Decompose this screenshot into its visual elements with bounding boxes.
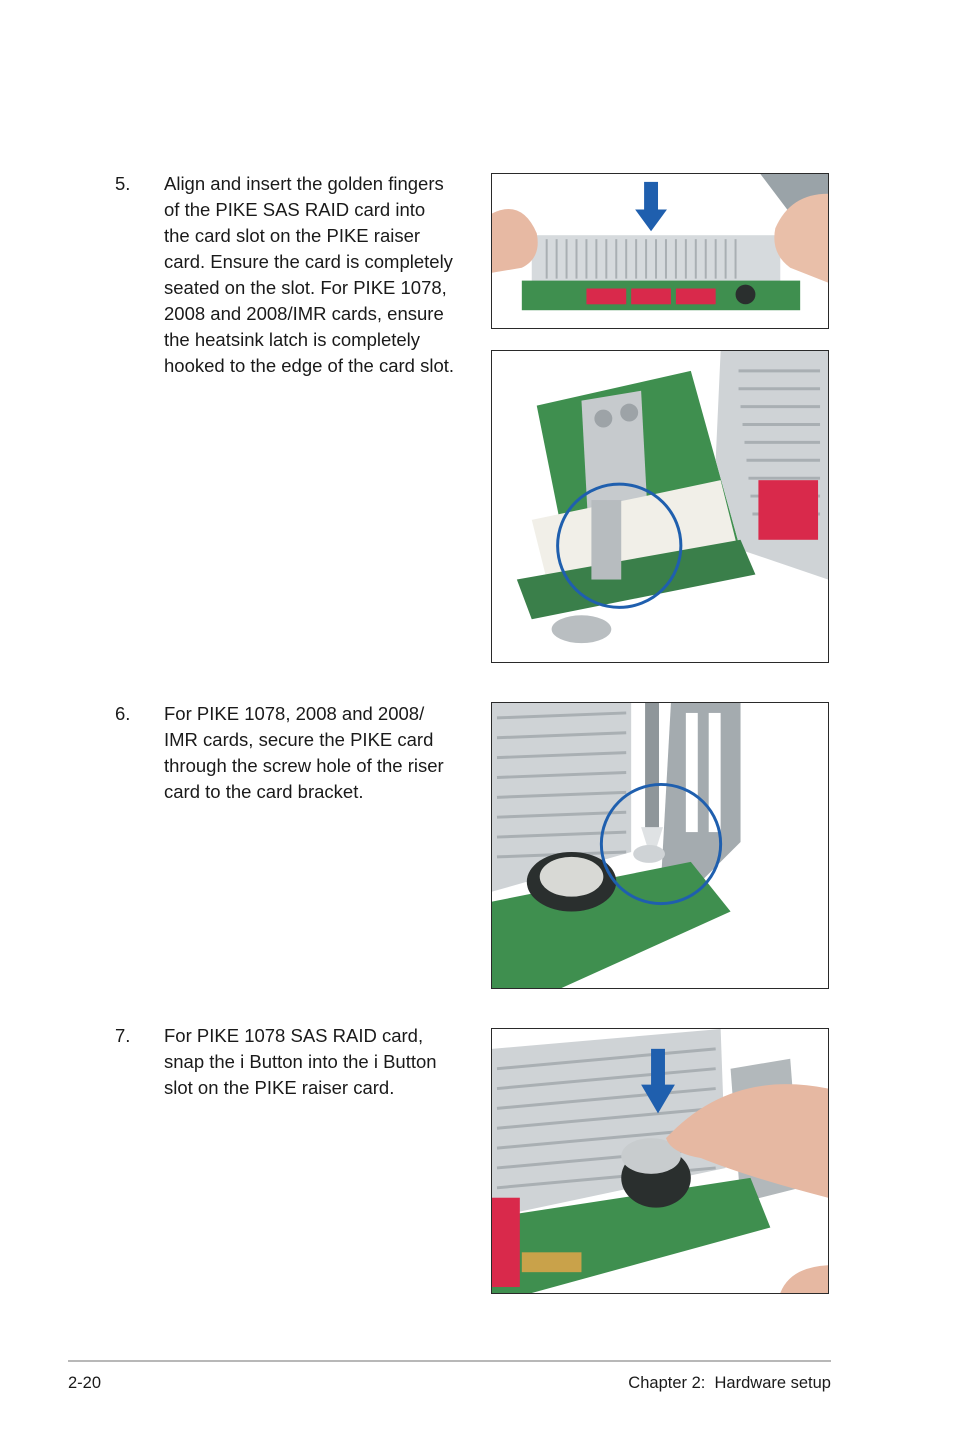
secure-screw-illustration — [492, 703, 828, 988]
step-text: For PIKE 1078, 2008 and 2008/ IMR cards,… — [164, 703, 444, 802]
photo-insert-card — [491, 173, 829, 329]
step-text: Align and insert the golden fingers of t… — [164, 173, 455, 376]
step-number: 7. — [115, 1025, 131, 1046]
chapter-title: Chapter 2: Hardware setup — [628, 1374, 831, 1392]
step-number: 5. — [115, 173, 131, 194]
footer-divider — [68, 1360, 831, 1362]
photo-i-button — [491, 1028, 829, 1294]
step-text: For PIKE 1078 SAS RAID card, snap the i … — [164, 1025, 437, 1098]
i-button-illustration — [492, 1029, 828, 1293]
step-number: 6. — [115, 703, 131, 724]
heatsink-latch-illustration — [492, 351, 828, 662]
insert-card-illustration — [492, 174, 828, 328]
photo-secure-screw — [491, 702, 829, 989]
photo-heatsink-latch — [491, 350, 829, 663]
page-number: 2-20 — [68, 1374, 102, 1392]
